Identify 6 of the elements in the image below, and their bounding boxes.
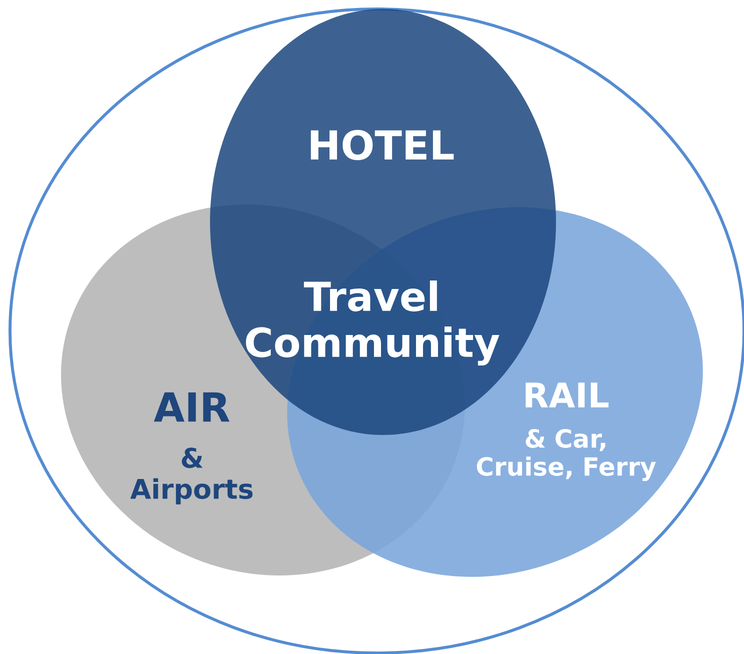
circle-heading: AIR [154, 392, 230, 422]
center-label: Travel Community [246, 280, 500, 366]
circle-heading: HOTEL [310, 130, 454, 160]
circle-heading: RAIL [526, 382, 608, 408]
circle-subtitle: & Car, Cruise, Ferry [476, 429, 656, 481]
circle-subtitle: & Airports [130, 448, 253, 504]
